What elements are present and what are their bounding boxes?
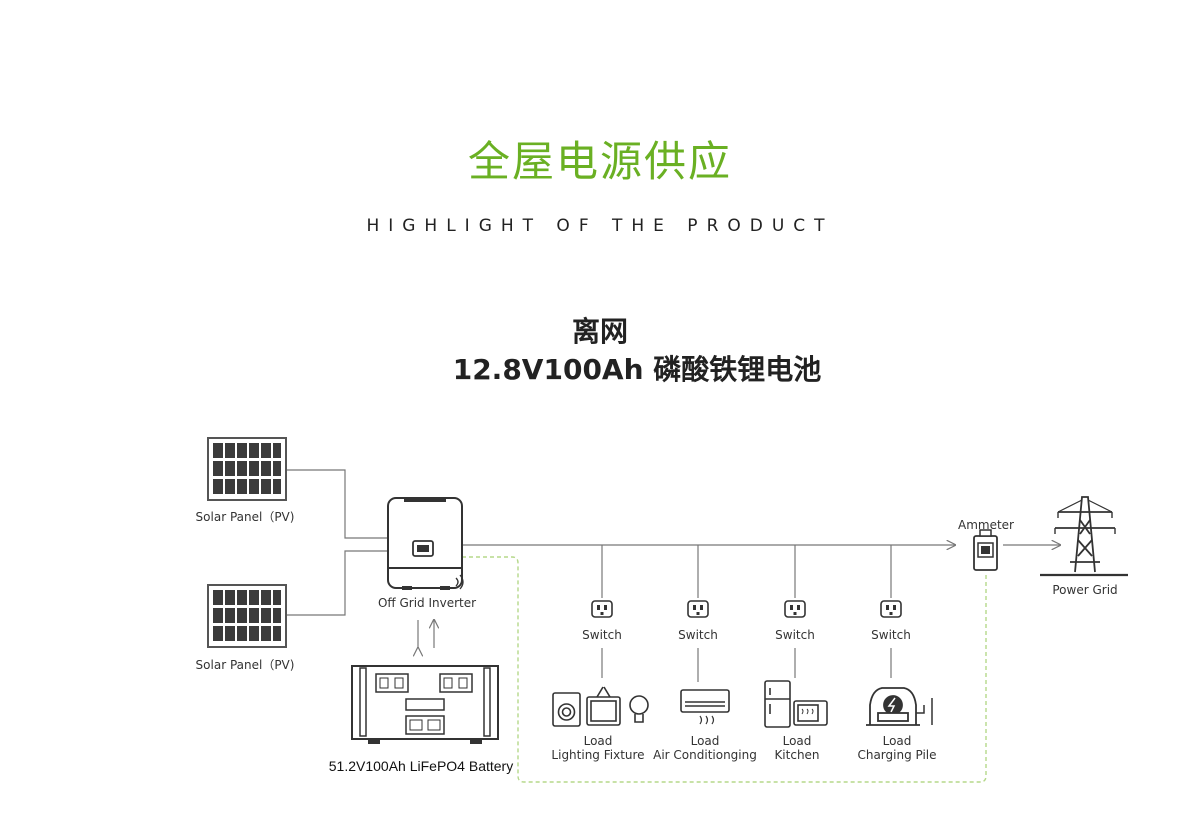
load-title: Load <box>690 734 720 748</box>
load-label: Load Lighting Fixture <box>543 734 653 762</box>
power-grid-tower-icon <box>1040 496 1128 577</box>
comm-line <box>462 556 987 783</box>
solar-panel-label: Solar Panel（PV) <box>195 658 295 672</box>
load-title: Load <box>882 734 912 748</box>
switch-icon <box>687 600 709 618</box>
power-grid-label: Power Grid <box>1052 583 1118 597</box>
load-label: Load Kitchen <box>757 734 837 762</box>
switch-label: Switch <box>775 628 815 642</box>
section-title: 离网 <box>571 315 628 348</box>
inverter-icon <box>387 497 464 590</box>
inverter-label: Off Grid Inverter <box>377 596 477 610</box>
battery-icon <box>351 665 499 744</box>
battery-label: 51.2V100Ah LiFePO4 Battery <box>328 758 514 774</box>
load-name: Air Conditionging <box>653 748 757 762</box>
load-name: Lighting Fixture <box>551 748 645 762</box>
switch-label: Switch <box>678 628 718 642</box>
load-label: Load Air Conditionging <box>645 734 765 762</box>
section-subtitle: 12.8V100Ah 磷酸铁锂电池 <box>452 353 822 386</box>
appliances-icon <box>552 686 649 727</box>
switch-label: Switch <box>582 628 622 642</box>
load-name: Kitchen <box>774 748 820 762</box>
page-subtitle: HIGHLIGHT OF THE PRODUCT <box>366 216 834 236</box>
solar-panel-label: Solar Panel（PV) <box>195 510 295 524</box>
charging-pile-icon <box>866 687 933 726</box>
ammeter-icon <box>973 529 998 571</box>
solar-panel-icon <box>207 437 287 501</box>
page-title: 全屋电源供应 <box>467 137 732 186</box>
load-label: Load Charging Pile <box>847 734 947 762</box>
solar-panel-icon <box>207 584 287 648</box>
load-title: Load <box>782 734 812 748</box>
switch-icon <box>591 600 613 618</box>
air-conditioner-icon <box>680 689 730 725</box>
load-name: Charging Pile <box>857 748 937 762</box>
load-title: Load <box>583 734 613 748</box>
switch-icon <box>784 600 806 618</box>
kitchen-icon <box>764 680 828 728</box>
ammeter-label: Ammeter <box>958 518 1014 532</box>
switch-label: Switch <box>871 628 911 642</box>
switch-icon <box>880 600 902 618</box>
